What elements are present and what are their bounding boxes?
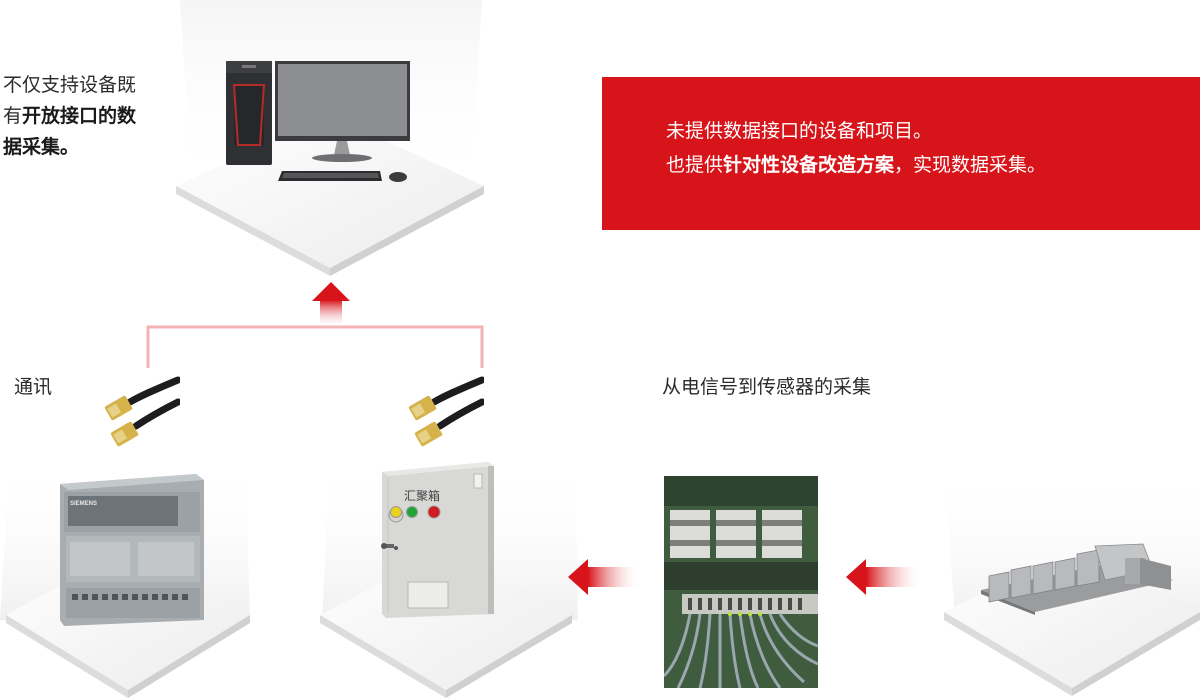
red-box-line2: 也提供针对性设备改造方案，实现数据采集。 — [666, 154, 1047, 176]
plc-module-icon: SIEMENS — [60, 474, 204, 626]
connector-line — [146, 325, 484, 368]
pc-description-line3: 据采集。 — [3, 136, 80, 158]
arrow-left-icon — [568, 559, 640, 595]
arrow-left-icon — [846, 559, 922, 595]
red-box-line1: 未提供数据接口的设备和项目。 — [666, 120, 933, 142]
ethernet-cable-icon — [408, 376, 484, 447]
arrow-up-icon — [312, 282, 350, 328]
ethernet-cable-icon — [104, 376, 180, 447]
cabinet-title: 汇聚箱 — [404, 488, 440, 503]
terminal-block-icon — [664, 476, 818, 688]
red-info-box: 未提供数据接口的设备和项目。 也提供针对性设备改造方案，实现数据采集。 — [602, 77, 1200, 230]
plc-brand-text: SIEMENS — [70, 501, 97, 507]
pc-description: 不仅支持设备既 有开放接口的数 据采集。 — [3, 70, 178, 163]
acquisition-label: 从电信号到传感器的采集 — [662, 376, 872, 398]
pc-description-line1: 不仅支持设备既 — [3, 74, 137, 96]
printing-machine-icon — [981, 543, 1173, 615]
control-cabinet-icon: 汇聚箱 — [381, 462, 494, 618]
computer-icon — [226, 61, 410, 182]
communication-label: 通讯 — [14, 376, 53, 398]
pc-description-line2: 有开放接口的数 — [3, 105, 137, 127]
